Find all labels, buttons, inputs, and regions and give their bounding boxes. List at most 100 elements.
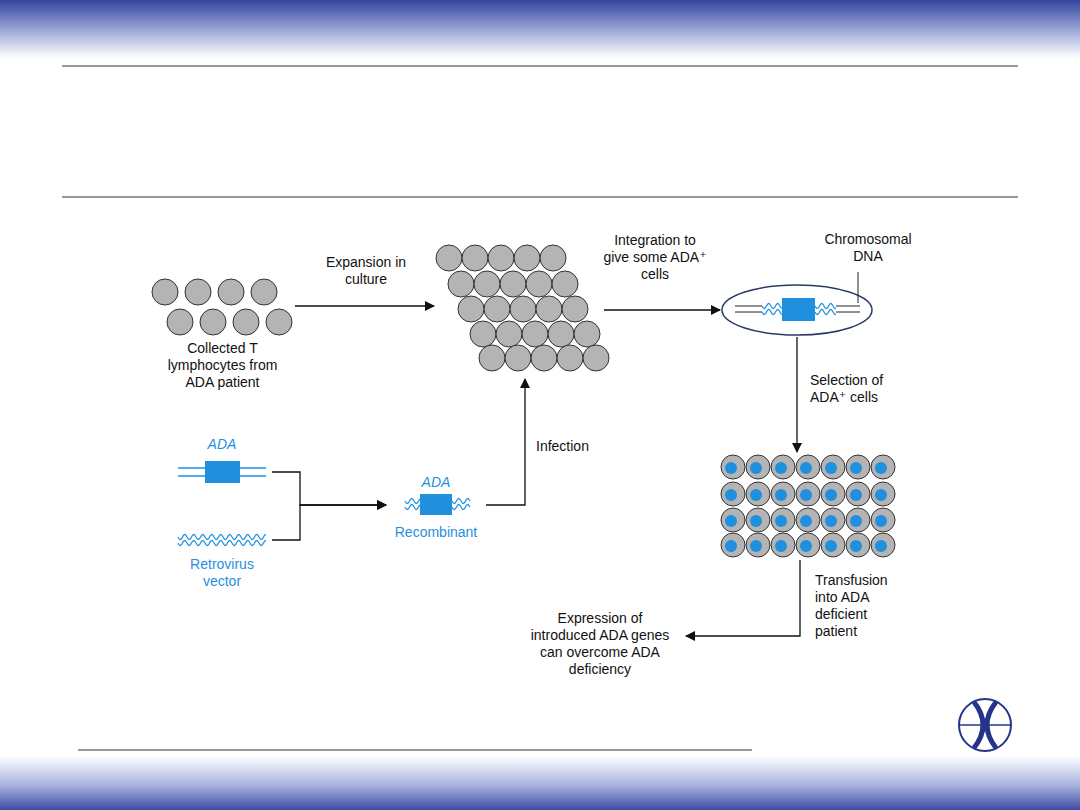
caption: Collected T lymphocytes from ADA patient	[158, 340, 288, 391]
flow-arrow	[796, 337, 797, 452]
wave-strand	[405, 499, 420, 504]
cell	[771, 455, 795, 479]
cell	[821, 508, 845, 532]
flow-arrow	[486, 379, 525, 505]
cell	[846, 482, 870, 506]
cell	[746, 533, 770, 557]
cell	[771, 482, 795, 506]
cell	[821, 533, 845, 557]
cell	[185, 279, 211, 305]
outcome-node: Expression of introduced ADA genes can o…	[520, 610, 680, 682]
cell	[846, 508, 870, 532]
cell	[500, 271, 526, 297]
dna-strand	[735, 312, 762, 313]
flow-arrow	[272, 505, 386, 540]
cell	[871, 455, 895, 479]
cell	[479, 345, 505, 371]
cell	[458, 296, 484, 322]
illustration-node: ADA Recombinant	[386, 474, 486, 545]
cell	[562, 296, 588, 322]
ada-nucleus	[775, 489, 787, 501]
cell	[746, 508, 770, 532]
ada-nucleus	[850, 462, 862, 474]
flow-arrow	[604, 309, 720, 310]
illustration-node: ADA	[172, 436, 272, 486]
vector-label: Recombinant	[386, 524, 486, 541]
ada-nucleus	[825, 489, 837, 501]
ada-nucleus	[825, 540, 837, 552]
dna-strand	[836, 306, 860, 307]
cell	[821, 455, 845, 479]
cell	[871, 482, 895, 506]
ada-nucleus	[800, 462, 812, 474]
cell	[488, 245, 514, 271]
wave-strand	[762, 310, 782, 315]
cell	[548, 321, 574, 347]
arrow-label: Expansion in culture	[312, 254, 420, 288]
ada-nucleus	[850, 540, 862, 552]
cell	[871, 508, 895, 532]
flow-arrow	[295, 305, 434, 306]
illustration-node	[718, 452, 898, 560]
ada-nucleus	[800, 540, 812, 552]
cell	[505, 345, 531, 371]
cell	[771, 508, 795, 532]
cell	[531, 345, 557, 371]
logo-line	[960, 724, 1010, 726]
leader-line	[858, 272, 859, 303]
ada-nucleus	[775, 540, 787, 552]
flow-arrow	[272, 472, 386, 505]
cell-ellipse: Chromosomal DNA	[720, 283, 875, 337]
arrow-label: Integration to give some ADA⁺ cells	[600, 232, 710, 283]
cell	[746, 455, 770, 479]
ada-nucleus	[725, 515, 737, 527]
ada-nucleus	[875, 540, 887, 552]
cell	[200, 309, 226, 335]
wave-strand	[405, 505, 420, 510]
cell	[721, 533, 745, 557]
cell	[251, 279, 277, 305]
ada-nucleus	[775, 462, 787, 474]
ada-gene-box	[205, 461, 240, 483]
wave-strand	[452, 505, 470, 510]
flow-arrow	[686, 560, 800, 636]
cell	[167, 309, 193, 335]
ada-nucleus	[825, 462, 837, 474]
ada-nucleus	[800, 515, 812, 527]
wave-strand	[178, 535, 266, 540]
cell-clusters	[152, 245, 895, 557]
logo-circle	[959, 699, 1011, 751]
cell	[514, 245, 540, 271]
ada-nucleus	[850, 489, 862, 501]
wave-strand	[815, 310, 836, 315]
chromosome-logo	[959, 699, 1011, 751]
illustration-node	[434, 243, 604, 375]
cell	[510, 296, 536, 322]
cell	[522, 321, 548, 347]
ada-nucleus	[725, 462, 737, 474]
cell	[771, 533, 795, 557]
cell	[796, 533, 820, 557]
rule-line	[78, 750, 752, 751]
ada-nucleus	[825, 515, 837, 527]
gene-label: ADA	[172, 436, 272, 453]
cell	[152, 279, 178, 305]
dna-strand	[836, 312, 860, 313]
wave-strand	[762, 304, 782, 309]
ada-gene-box	[782, 298, 815, 321]
cell	[846, 533, 870, 557]
cell	[266, 309, 292, 335]
gene-label: ADA	[386, 474, 486, 491]
cell	[526, 271, 552, 297]
cell	[821, 482, 845, 506]
illustration-node: Collected T lymphocytes from ADA patient	[150, 276, 295, 395]
ada-nucleus	[750, 489, 762, 501]
callout-label: Chromosomal DNA	[808, 231, 928, 265]
cell	[746, 482, 770, 506]
rule-line	[62, 197, 1018, 198]
cell	[484, 296, 510, 322]
cell	[721, 482, 745, 506]
cell	[557, 345, 583, 371]
